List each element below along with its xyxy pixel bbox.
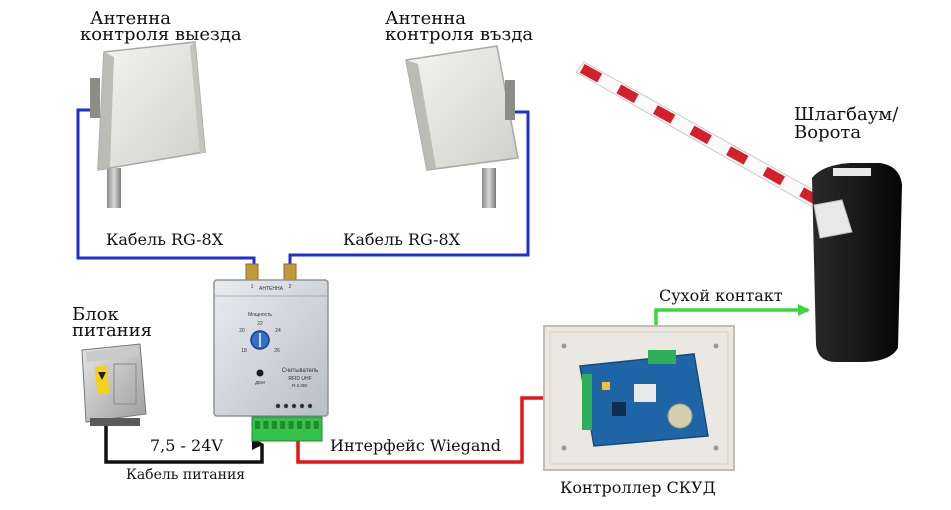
terminal-screw — [288, 421, 294, 429]
barrier-arm — [575, 61, 841, 219]
access-controller — [543, 325, 735, 471]
power-supply — [81, 343, 147, 426]
cable-left-label: Кабель RG-8X — [106, 230, 224, 249]
reader-antenna-header: АНТЕННА — [259, 286, 284, 292]
barrier-stripe — [726, 146, 749, 165]
reader-name-line1: Считыватель — [282, 368, 319, 374]
antenna-entry-label-line2: контроля възда — [385, 24, 534, 45]
terminal-screw — [263, 421, 269, 429]
antenna-exit — [90, 41, 206, 208]
reader-dial-tick: 22 — [257, 321, 263, 327]
wiegand-line — [296, 393, 578, 464]
terminal-screw — [271, 421, 277, 429]
reader-port-1: 1 — [251, 284, 254, 290]
reader-name-line3: R-2,0Вт — [292, 383, 308, 388]
antenna-cable-left — [76, 108, 256, 272]
terminal-screw — [280, 421, 286, 429]
barrier-stripe — [689, 125, 712, 145]
voltage-label: 7,5 - 24V — [150, 436, 223, 455]
terminal-screw — [297, 421, 302, 429]
reader-dial-tick: 18 — [241, 348, 247, 354]
terminal-screw — [313, 421, 319, 429]
psu-label-line2: питания — [72, 320, 153, 341]
power-cable — [104, 420, 264, 464]
cable-right-label: Кабель RG-8X — [343, 230, 461, 249]
reader-dial-tick: 24 — [275, 328, 281, 334]
terminal-screw — [305, 421, 311, 429]
barrier-cabinet — [812, 163, 902, 362]
terminal-block — [251, 416, 323, 442]
controller-label: Контроллер СКУД — [560, 478, 716, 497]
reader-name-line2: RFID UHF — [288, 376, 311, 382]
terminal-screw — [255, 421, 260, 429]
barrier-stripe — [762, 166, 785, 186]
barrier-stripe — [616, 84, 639, 103]
antenna-entry — [405, 45, 519, 208]
power-cable-label: Кабель питания — [126, 467, 246, 483]
reader-dial-tick: 20 — [239, 328, 245, 334]
wiegand-label: Интерфейс Wiegand — [330, 436, 501, 455]
reader-dial-title: Мощность — [248, 312, 272, 318]
antenna-exit-label-line1: Антенна — [90, 8, 171, 29]
reader-dial-tick: 26 — [274, 348, 280, 354]
psu-label-line1: Блок — [72, 304, 119, 325]
antenna-entry-label-line1: Антенна — [385, 8, 466, 29]
barrier-label-line1: Шлагбаум/ — [794, 104, 899, 125]
antenna-cable-right — [288, 110, 530, 272]
reader-port-2: 2 — [289, 284, 292, 290]
dry-contact-label: Сухой контакт — [659, 286, 783, 305]
barrier-stripe — [652, 105, 676, 124]
barrier-stripe — [579, 63, 603, 83]
rfid-reader — [213, 263, 329, 417]
reader-dial-unit: ДБМ — [255, 380, 265, 385]
barrier-label-line2: Ворота — [794, 122, 862, 143]
antenna-exit-label-line2: контроля выезда — [80, 24, 242, 45]
